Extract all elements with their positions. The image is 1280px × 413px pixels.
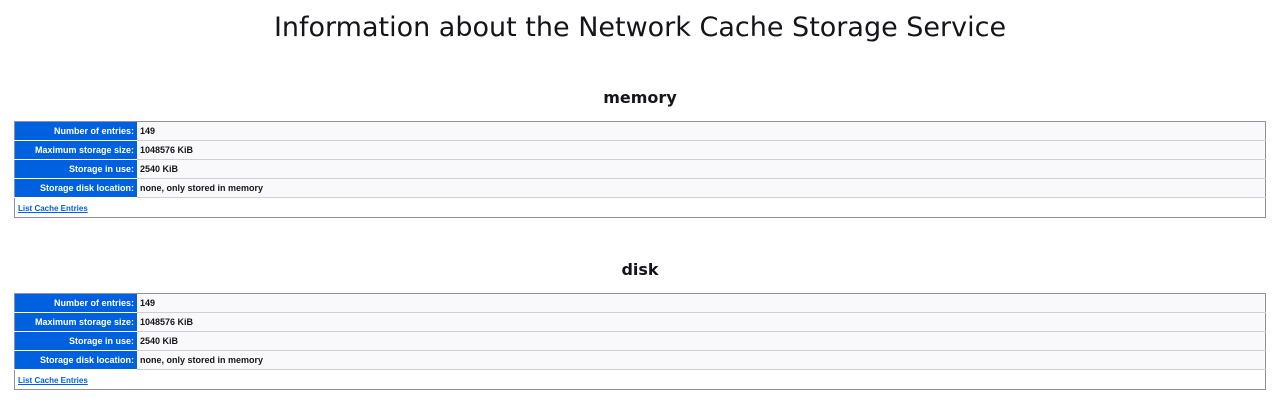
table-row: Storage disk location: none, only stored…: [14, 178, 1266, 198]
row-label: Maximum storage size:: [14, 312, 137, 332]
disk-info-table: Number of entries: 149 Maximum storage s…: [14, 293, 1266, 390]
table-row: Maximum storage size: 1048576 KiB: [14, 312, 1266, 332]
row-value: 149: [137, 293, 1266, 313]
row-label: Number of entries:: [14, 293, 137, 313]
table-row: Storage in use: 2540 KiB: [14, 331, 1266, 351]
row-label: Maximum storage size:: [14, 140, 137, 160]
table-row: Number of entries: 149: [14, 293, 1266, 313]
section-title-disk: disk: [621, 260, 659, 279]
row-value: none, only stored in memory: [137, 178, 1266, 198]
row-value: 1048576 KiB: [137, 140, 1266, 160]
table-row: Storage disk location: none, only stored…: [14, 350, 1266, 370]
page-title: Information about the Network Cache Stor…: [273, 12, 1007, 43]
row-label: Storage disk location:: [14, 350, 137, 370]
row-label: Storage in use:: [14, 331, 137, 351]
table-row: Storage in use: 2540 KiB: [14, 159, 1266, 179]
link-cell: List Cache Entries: [14, 197, 1266, 218]
row-label: Storage disk location:: [14, 178, 137, 198]
table-row: Maximum storage size: 1048576 KiB: [14, 140, 1266, 160]
table-row: Number of entries: 149: [14, 121, 1266, 141]
section-title-memory: memory: [603, 88, 677, 107]
row-label: Number of entries:: [14, 121, 137, 141]
row-value: 149: [137, 121, 1266, 141]
list-cache-entries-link-disk[interactable]: List Cache Entries: [18, 375, 88, 385]
row-value: none, only stored in memory: [137, 350, 1266, 370]
row-value: 1048576 KiB: [137, 312, 1266, 332]
table-row-link: List Cache Entries: [14, 369, 1266, 390]
list-cache-entries-link-memory[interactable]: List Cache Entries: [18, 203, 88, 213]
row-value: 2540 KiB: [137, 159, 1266, 179]
memory-info-table: Number of entries: 149 Maximum storage s…: [14, 121, 1266, 218]
table-row-link: List Cache Entries: [14, 197, 1266, 218]
link-cell: List Cache Entries: [14, 369, 1266, 390]
row-label: Storage in use:: [14, 159, 137, 179]
row-value: 2540 KiB: [137, 331, 1266, 351]
